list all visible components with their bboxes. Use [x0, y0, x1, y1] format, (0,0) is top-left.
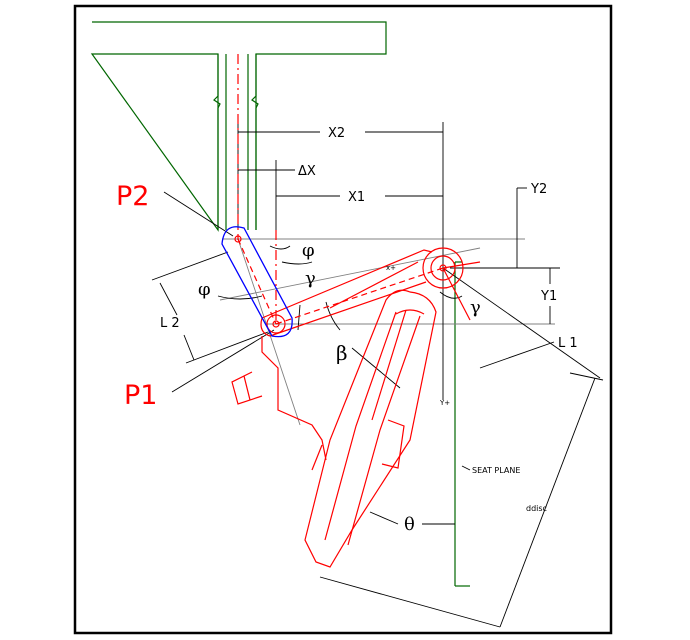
label-x-plus: x+ — [386, 264, 396, 272]
label-ddisc: ddisc — [526, 504, 547, 513]
blue-link — [221, 226, 293, 338]
label-gamma-right: γ — [470, 297, 481, 318]
label-seat-plane: SEAT PLANE — [472, 466, 520, 475]
red-mechanism — [231, 54, 481, 568]
label-y1: Y1 — [540, 289, 557, 304]
label-p2: P2 — [116, 181, 149, 212]
label-l1: L 1 — [558, 336, 578, 351]
label-p1: P1 — [124, 380, 157, 411]
label-x2: X2 — [328, 126, 345, 141]
reference-lines — [219, 238, 555, 426]
label-y2: Y2 — [530, 182, 547, 197]
label-delta-x: ΔX — [298, 164, 316, 179]
label-l2: L 2 — [160, 316, 180, 331]
label-phi-left: φ — [198, 279, 211, 300]
label-phi-top: φ — [302, 240, 315, 261]
label-y-plus: Y+ — [439, 399, 450, 407]
label-gamma-top: γ — [305, 268, 316, 289]
label-beta: β — [336, 341, 348, 365]
seat-plane-line — [454, 261, 470, 587]
drawing-border — [73, 4, 613, 635]
dimension-lines — [151, 122, 604, 628]
angle-arcs — [217, 245, 463, 331]
label-x1: X1 — [348, 190, 365, 205]
label-theta: θ — [404, 514, 415, 535]
t-post-structure — [90, 21, 387, 232]
